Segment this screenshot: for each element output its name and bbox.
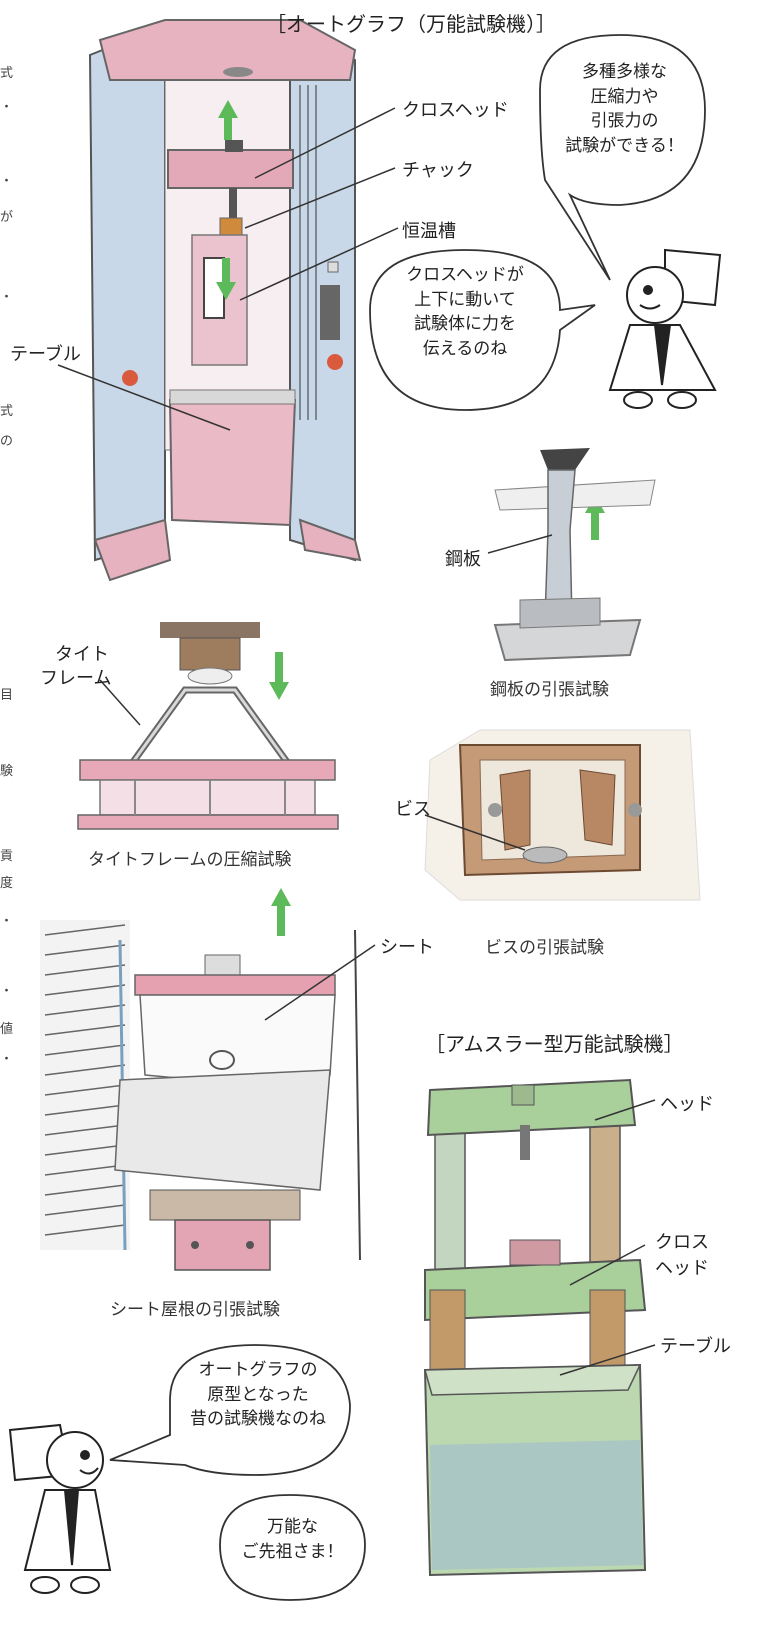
caption-screw-test: ビスの引張試験	[485, 938, 604, 958]
label-amsler-table: テーブル	[660, 1336, 731, 1357]
edge-char-1: ・	[0, 100, 14, 115]
edge-char-6: の	[0, 434, 14, 449]
edge-char-7: 目	[0, 688, 14, 703]
label-table: テーブル	[10, 344, 81, 365]
sheet-roof-test-drawing	[40, 920, 361, 1271]
label-tight-frame-2: フレーム	[40, 668, 112, 689]
label-chuck: チャック	[402, 160, 474, 181]
edge-char-11: ・	[0, 914, 14, 929]
edge-char-8: 験	[0, 764, 14, 779]
label-screw: ビス	[395, 799, 431, 820]
edge-char-4: ・	[0, 290, 14, 305]
bubble-ancestor: 万能な ご先祖さま！	[241, 1517, 344, 1562]
label-steel-plate: 鋼板	[445, 549, 481, 570]
edge-char-12: ・	[0, 984, 14, 999]
edge-char-5: 式	[0, 404, 14, 419]
heading-autograph: ［オートグラフ（万能試験機）］	[266, 12, 556, 36]
edge-char-10: 度	[0, 876, 14, 891]
screw-test-drawing	[424, 729, 701, 901]
edge-char-13: 値	[0, 1022, 14, 1037]
character-bottom-left	[8, 1423, 112, 1594]
speech-bubbles	[109, 34, 706, 1601]
label-amsler-crosshead-1: クロス	[655, 1232, 709, 1253]
bubble-crosshead-moves: クロスヘッドが 上下に動いて 試験体に力を 伝えるのね	[406, 265, 524, 359]
edge-char-3: が	[0, 210, 14, 225]
caption-sheet-roof-test: シート屋根の引張試験	[110, 1300, 280, 1320]
label-thermostatic-chamber: 恒温槽	[402, 221, 456, 242]
label-crosshead: クロスヘッド	[402, 100, 509, 121]
leader-lines	[57, 107, 656, 1376]
character-top-right	[608, 248, 722, 409]
tight-frame-test-drawing	[77, 622, 339, 830]
edge-char-14: ・	[0, 1052, 14, 1067]
caption-tight-frame-test: タイトフレームの圧縮試験	[88, 850, 292, 870]
steel-plate-test-drawing	[493, 448, 656, 662]
label-tight-frame-1: タイト	[55, 644, 109, 665]
bubble-old-machine: オートグラフの 原型となった 昔の試験機なのね	[190, 1360, 326, 1430]
edge-char-9: 貢	[0, 849, 14, 864]
edge-char-0: 式	[0, 66, 14, 81]
amsler-machine-drawing	[423, 1078, 647, 1577]
edge-char-2: ・	[0, 174, 14, 189]
heading-amsler: ［アムスラー型万能試験機］	[425, 1032, 684, 1056]
autograph-machine-drawing	[88, 19, 362, 582]
label-sheet: シート	[380, 937, 434, 958]
caption-steel-plate-test: 鋼板の引張試験	[490, 680, 609, 700]
label-amsler-head: ヘッド	[660, 1094, 714, 1115]
bubble-various-tests: 多種多様な 圧縮力や 引張力の 試験ができる！	[565, 62, 684, 156]
label-amsler-crosshead-2: ヘッド	[655, 1258, 709, 1279]
